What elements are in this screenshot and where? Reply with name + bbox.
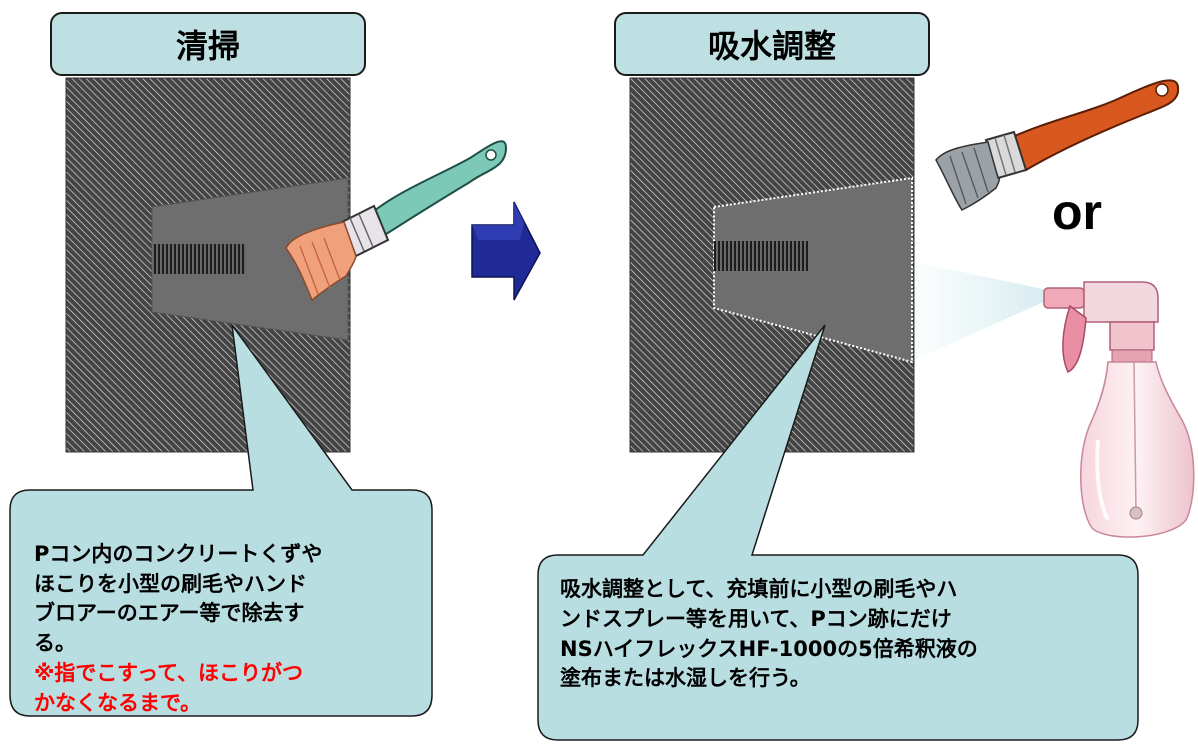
p-cone-thread-left — [152, 244, 246, 274]
concrete-wall-right — [629, 77, 915, 453]
brush-icon — [285, 140, 508, 302]
callout-bubble-left — [9, 324, 433, 717]
p-cone-hole-right — [713, 176, 913, 364]
panel-title-cleaning: 清掃 — [50, 12, 366, 76]
panel-title-absorption: 吸水調整 — [614, 12, 930, 76]
callout-bubble-right — [537, 324, 1139, 741]
right-arrow-icon — [471, 201, 541, 301]
callout-text-absorption: 吸水調整として、充填前に小型の刷毛やハ ンドスプレー等を用いて、Pコン跡にだけ … — [560, 577, 978, 691]
or-label: or — [1052, 184, 1102, 240]
spray-mist — [914, 262, 1048, 360]
callout-text-cleaning: Pコン内のコンクリートくずや ほこりを小型の刷毛やハンド ブロアーのエアー等で除… — [34, 510, 424, 749]
p-cone-hole-left — [151, 177, 349, 341]
p-cone-thread-right — [714, 241, 808, 271]
brush-icon — [935, 79, 1180, 211]
cleaning-warning: ※指でこすって、ほこりがつ かなくなるまで。 — [34, 661, 304, 715]
spray-bottle-icon — [1043, 281, 1195, 538]
cleaning-instructions: Pコン内のコンクリートくずや ほこりを小型の刷毛やハンド ブロアーのエアー等で除… — [34, 541, 323, 656]
